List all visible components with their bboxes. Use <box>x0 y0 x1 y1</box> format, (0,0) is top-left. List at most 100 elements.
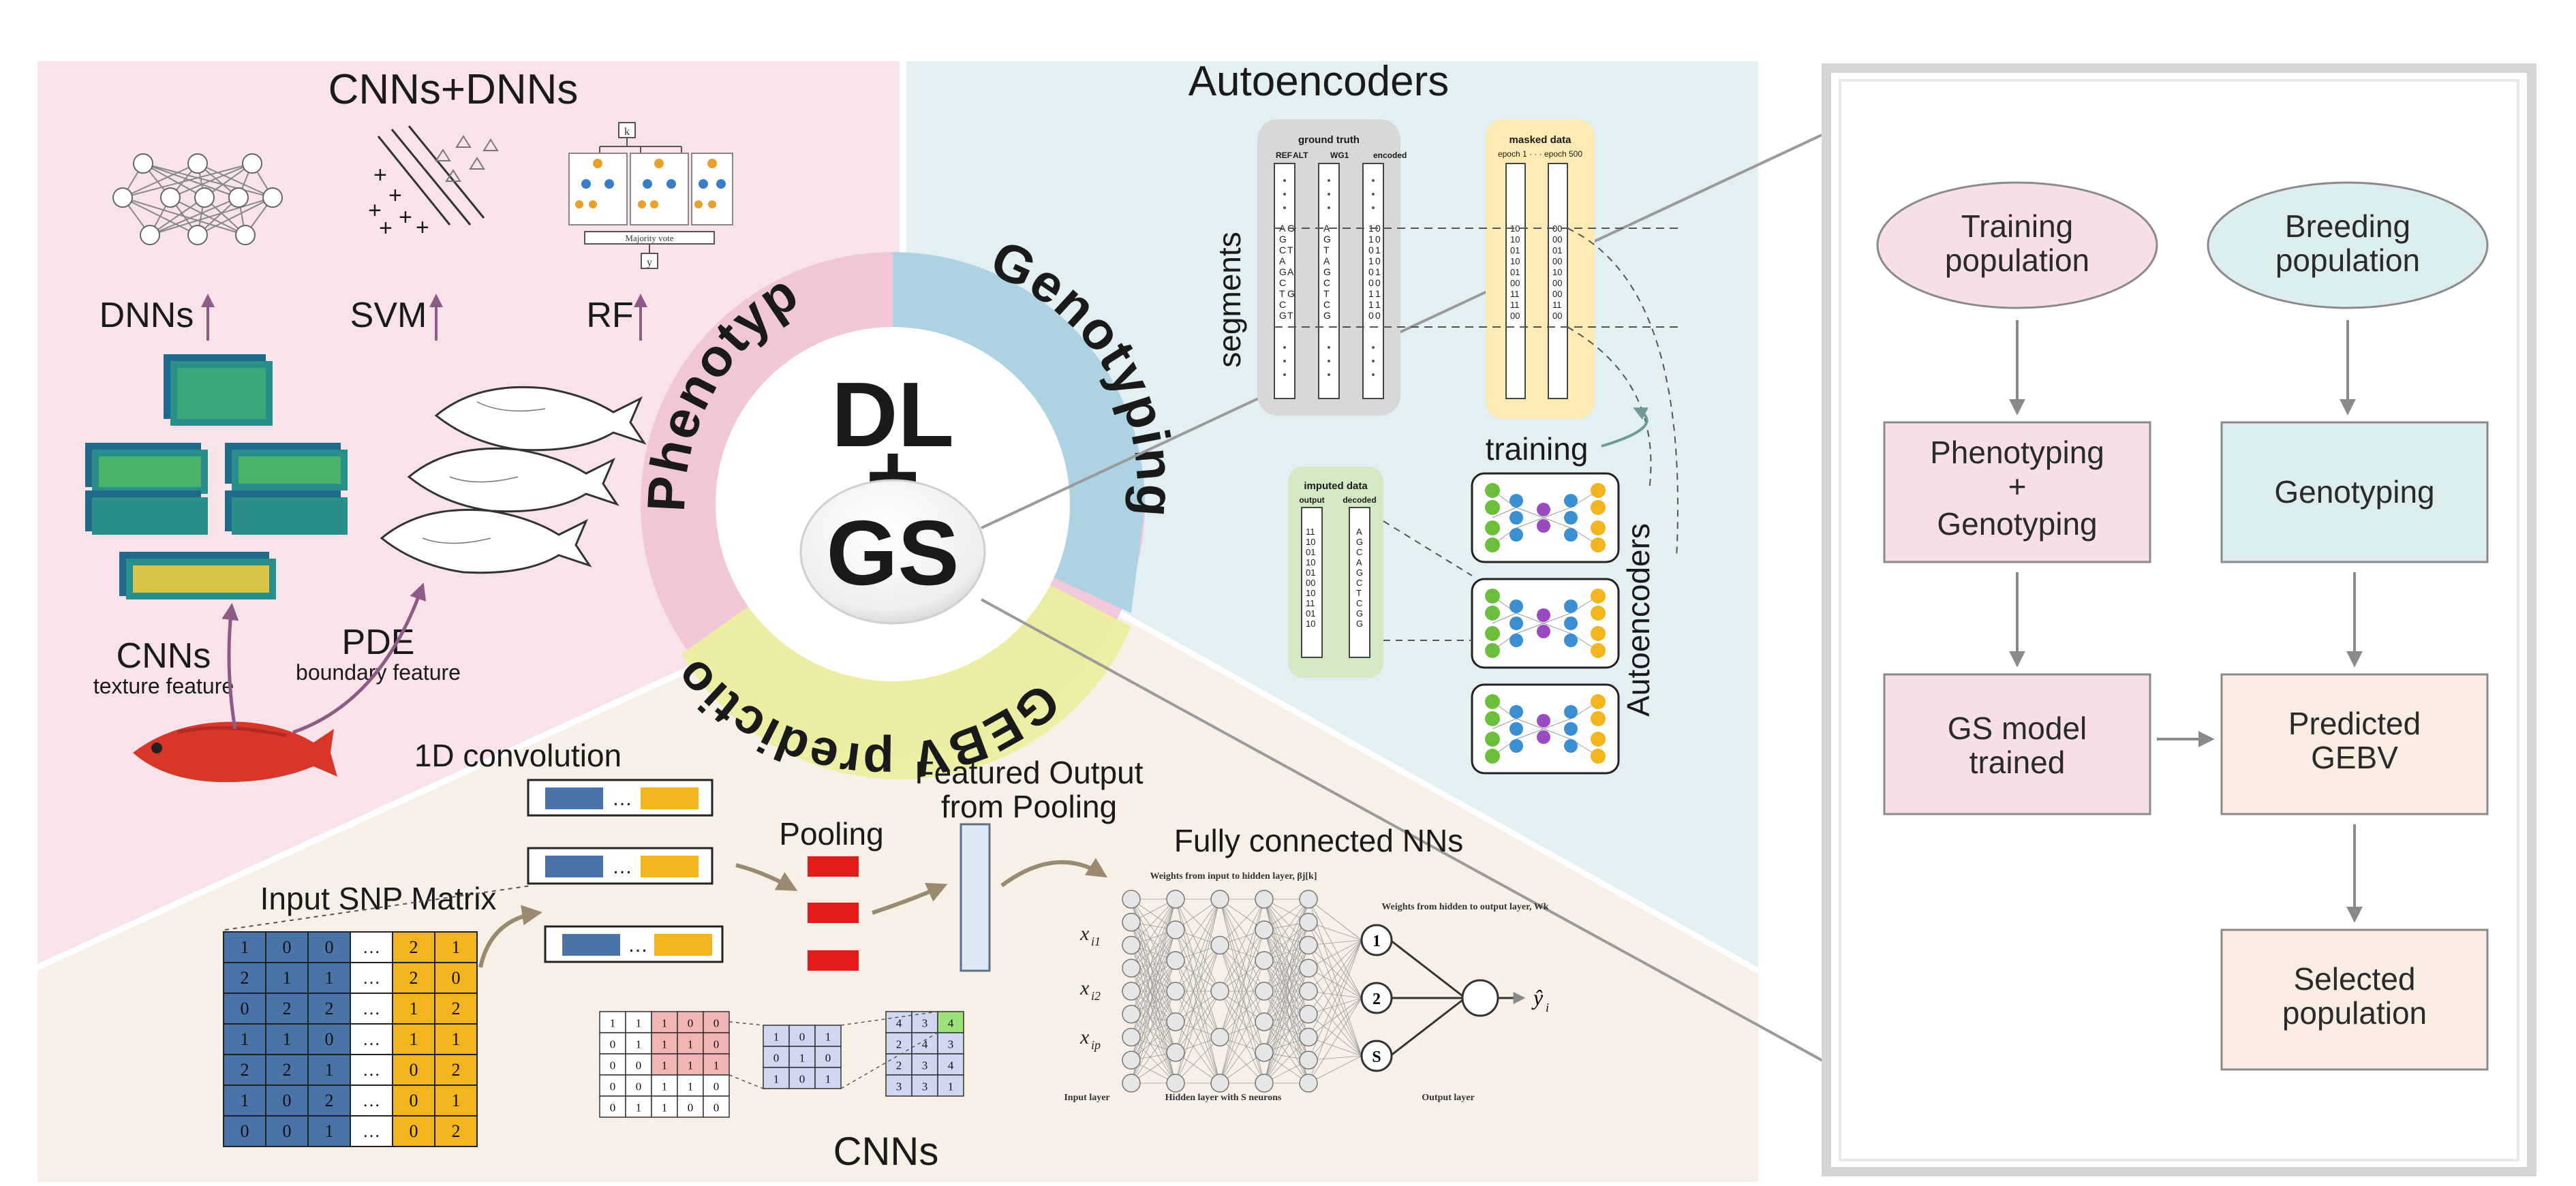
conv-output-value: 4 <box>896 1016 902 1029</box>
fc-edge <box>1175 990 1221 1084</box>
svg-text:+: + <box>379 215 393 241</box>
rf-majority-vote: Majority vote <box>625 233 673 243</box>
conv-input-value: 0 <box>714 1101 720 1114</box>
svg-text:01: 01 <box>1306 547 1315 557</box>
snp-cell-value: … <box>363 968 380 988</box>
center-dl: DL <box>831 363 954 466</box>
dnn-network-icon <box>112 153 283 245</box>
svg-text:+: + <box>373 162 387 188</box>
svg-text:10: 10 <box>1306 588 1315 598</box>
fc-node <box>1299 890 1318 909</box>
fc-edge <box>1263 922 1309 961</box>
snp-cell <box>265 1084 309 1117</box>
conv-input-value: 0 <box>714 1080 720 1093</box>
svg-text:01: 01 <box>1306 567 1315 578</box>
x-i1-sub: i1 <box>1091 935 1101 948</box>
fc-edge <box>1131 960 1176 1061</box>
fc-edge <box>1308 939 1362 1014</box>
conv-output-cell <box>937 1074 964 1097</box>
snp-cell-value: 1 <box>452 1029 461 1049</box>
snp-cell-value: 1 <box>452 1091 461 1110</box>
conv-input-value: 0 <box>610 1059 616 1072</box>
fc-node <box>1210 982 1229 1001</box>
fc-edge <box>1131 899 1176 946</box>
arrow-cnns-up <box>221 603 239 730</box>
snp-cell-value: 0 <box>410 1091 418 1110</box>
label-weights-out: Weights from hidden to output layer, Wk <box>1381 902 1548 912</box>
x-i2-sub: i2 <box>1091 989 1101 1003</box>
fc-node <box>1255 1074 1274 1093</box>
conv-input-cell <box>703 1032 730 1055</box>
fc-edge <box>1131 929 1176 1014</box>
svg-text:A: A <box>1279 255 1286 266</box>
conv-input-value: 1 <box>662 1037 668 1050</box>
snp-cell-value: 2 <box>410 937 418 957</box>
conv-input-cell <box>625 1053 652 1076</box>
kernel-value: 0 <box>825 1051 831 1064</box>
conv-input-value: 0 <box>714 1016 720 1029</box>
svg-text:A: A <box>1323 255 1330 266</box>
snp-cell-value: 0 <box>283 1091 292 1110</box>
pooling-block-2 <box>808 903 859 923</box>
conv-input-value: 1 <box>662 1016 668 1029</box>
svg-text:G: G <box>1356 537 1363 547</box>
node-pheno-line2: + <box>2008 469 2027 504</box>
svg-text:00: 00 <box>1552 256 1562 266</box>
fc-edge <box>1131 899 1176 969</box>
fc-node <box>1166 1043 1185 1062</box>
conv-output-cell <box>937 1032 964 1055</box>
snp-cell <box>350 1115 393 1147</box>
conv-input-cell <box>651 1095 678 1118</box>
label-featured-output-2: from Pooling <box>941 789 1117 824</box>
fc-edge <box>1308 922 1362 999</box>
zoom-line-top <box>981 131 1827 529</box>
fc-edge <box>1263 945 1309 992</box>
conv-input-value: 1 <box>636 1101 642 1114</box>
output-label: output <box>1299 495 1324 505</box>
snp-cell-value: … <box>363 1060 380 1080</box>
autoencoder-box-2 <box>1471 578 1620 669</box>
fc-node <box>1122 890 1141 909</box>
svg-text:G: G <box>1356 567 1363 578</box>
arrow-vector-to-fcnn <box>1000 858 1108 888</box>
snp-cell-value: 0 <box>325 937 334 957</box>
node-predicted-gebv-line2: GEBV <box>2311 740 2398 775</box>
conv-input-value: 1 <box>636 1037 642 1050</box>
svg-text:00: 00 <box>1552 234 1562 245</box>
svg-text:00: 00 <box>1510 311 1520 321</box>
fc-node <box>1122 958 1141 978</box>
snp-cell <box>434 1023 478 1055</box>
label-segments: segments <box>1212 232 1247 367</box>
kernel-value: 1 <box>825 1030 831 1043</box>
conv-link <box>840 1032 938 1089</box>
fc-network <box>1122 890 1362 1093</box>
fc-edge <box>1308 945 1362 999</box>
autoencoder-box-1 <box>1471 472 1620 563</box>
fc-node <box>1210 890 1229 909</box>
fc-edge <box>1175 945 1221 992</box>
fc-node <box>1166 1074 1185 1093</box>
conv-input-value: 1 <box>688 1037 694 1050</box>
svg-text:0: 0 <box>1375 234 1381 245</box>
pink-title: CNNs+DNNs <box>328 66 579 113</box>
svg-text:+: + <box>416 215 429 240</box>
snp-cell-value: 2 <box>241 1060 249 1080</box>
conv-output-value: 4 <box>948 1059 954 1072</box>
fc-node <box>1299 982 1318 1001</box>
svm-icon: +++ +++ <box>368 125 499 241</box>
conv-output-value: 4 <box>922 1037 928 1050</box>
node-breeding-population-line1: Breeding <box>2285 208 2410 244</box>
snp-cell-value: 2 <box>241 968 249 988</box>
fc-node <box>1122 913 1141 932</box>
svg-text:C: C <box>1323 277 1330 288</box>
fc-edge <box>1219 899 1265 946</box>
fc-node <box>1166 890 1185 909</box>
fc-edge <box>1175 945 1221 1053</box>
fc-edge <box>1263 899 1309 961</box>
conv-input-value: 1 <box>688 1080 694 1093</box>
svg-text:A: A <box>1356 557 1362 567</box>
snp-cell-value: 2 <box>410 968 418 988</box>
fc-edge <box>1219 960 1265 1037</box>
node-gs-model-line2: trained <box>1969 745 2066 780</box>
conv-input-value: 0 <box>714 1037 720 1050</box>
